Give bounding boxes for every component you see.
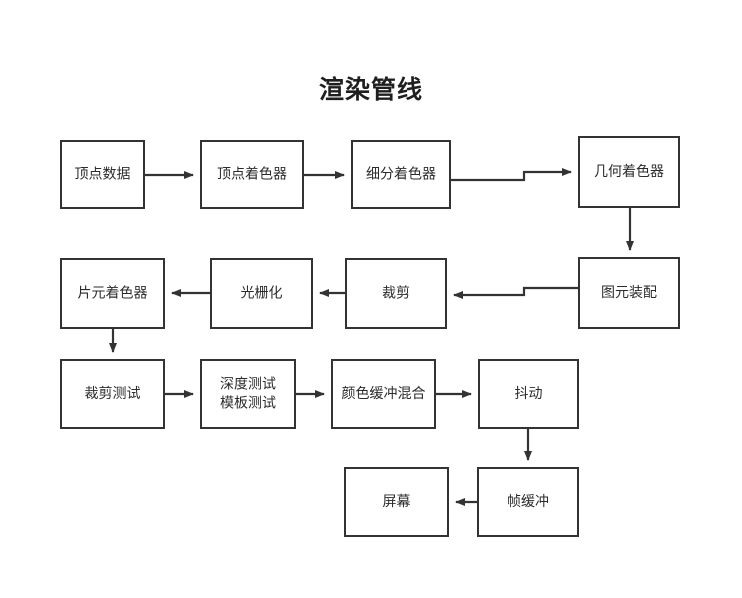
node-label-line: 顶点着色器: [217, 166, 287, 183]
node-box-frame-buffer[interactable]: [477, 467, 579, 537]
node-box-clipping[interactable]: [345, 258, 447, 329]
edge-primitive-assembly-to-clipping: [453, 286, 579, 299]
node-label-line: 颜色缓冲混合: [342, 385, 426, 402]
node-label-line: 帧缓冲: [507, 494, 549, 510]
node-label-vertex-shader: 顶点着色器: [217, 166, 287, 183]
node-label-primitive-assembly: 图元装配: [601, 285, 657, 301]
node-label-scissor-test: 裁剪测试: [85, 386, 141, 402]
edge-tess-shader-to-geometry-shader: [450, 168, 572, 182]
node-label-line: 模板测试: [220, 396, 276, 412]
node-label-dithering: 抖动: [515, 386, 543, 402]
node-tess-shader[interactable]: 细分着色器: [351, 140, 451, 209]
node-box-fragment-shader[interactable]: [60, 258, 165, 329]
node-label-tess-shader: 细分着色器: [366, 166, 436, 183]
node-geometry-shader[interactable]: 几何着色器: [578, 136, 680, 208]
node-box-color-buffer-blend[interactable]: [331, 359, 436, 429]
node-box-screen[interactable]: [344, 467, 449, 537]
node-box-vertex-shader[interactable]: [200, 140, 304, 209]
node-box-depth-stencil-test[interactable]: [200, 359, 296, 429]
node-label-line: 光栅化: [241, 286, 283, 302]
node-label-rasterization: 光栅化: [241, 286, 283, 302]
node-label-frame-buffer: 帧缓冲: [507, 494, 549, 510]
node-label-line: 屏幕: [383, 494, 411, 510]
node-box-vertex-data[interactable]: [60, 140, 145, 209]
node-color-buffer-blend[interactable]: 颜色缓冲混合: [331, 359, 436, 429]
node-label-screen: 屏幕: [383, 494, 411, 510]
node-label-color-buffer-blend: 颜色缓冲混合: [342, 385, 426, 402]
node-clipping[interactable]: 裁剪: [345, 258, 447, 329]
node-label-line: 顶点数据: [75, 167, 131, 183]
node-vertex-shader[interactable]: 顶点着色器: [200, 140, 304, 209]
node-label-line: 裁剪: [382, 286, 410, 302]
edges-layer: [109, 168, 634, 506]
node-label-line: 抖动: [515, 386, 543, 402]
node-primitive-assembly[interactable]: 图元装配: [578, 257, 680, 329]
node-box-primitive-assembly[interactable]: [578, 257, 680, 329]
node-label-vertex-data: 顶点数据: [75, 167, 131, 183]
node-label-line: 几何着色器: [594, 163, 664, 180]
node-label-geometry-shader: 几何着色器: [594, 163, 664, 180]
node-label-line: 裁剪测试: [85, 386, 141, 402]
node-box-geometry-shader[interactable]: [578, 136, 680, 208]
node-vertex-data[interactable]: 顶点数据: [60, 140, 145, 209]
node-box-rasterization[interactable]: [210, 258, 313, 329]
node-rasterization[interactable]: 光栅化: [210, 258, 313, 329]
node-label-clipping: 裁剪: [382, 286, 410, 302]
node-depth-stencil-test[interactable]: 深度测试模板测试: [200, 359, 296, 429]
node-box-scissor-test[interactable]: [60, 359, 165, 429]
node-label-depth-stencil-test: 深度测试模板测试: [220, 377, 276, 412]
node-label-line: 细分着色器: [366, 166, 436, 183]
page-title: 渲染管线: [318, 75, 423, 104]
node-label-fragment-shader: 片元着色器: [78, 285, 148, 302]
node-frame-buffer[interactable]: 帧缓冲: [477, 467, 579, 537]
node-screen[interactable]: 屏幕: [344, 467, 449, 537]
node-label-line: 深度测试: [220, 377, 276, 393]
node-label-line: 片元着色器: [78, 285, 148, 302]
node-dithering[interactable]: 抖动: [478, 359, 579, 429]
node-box-dithering[interactable]: [478, 359, 579, 429]
node-fragment-shader[interactable]: 片元着色器: [60, 258, 165, 329]
node-scissor-test[interactable]: 裁剪测试: [60, 359, 165, 429]
node-box-tess-shader[interactable]: [351, 140, 451, 209]
node-label-line: 图元装配: [601, 285, 657, 301]
